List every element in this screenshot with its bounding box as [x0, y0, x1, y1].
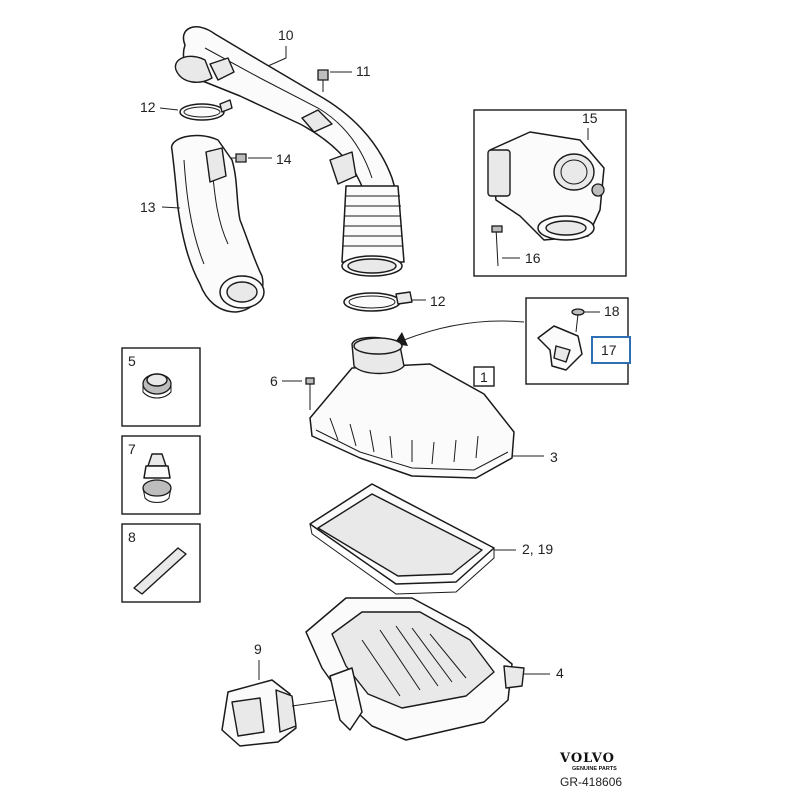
callout-18: 18: [604, 303, 620, 319]
callout-8: 8: [128, 529, 136, 545]
callout-17: 17: [601, 342, 617, 358]
callout-16: 16: [525, 250, 541, 266]
callout-11: 11: [356, 63, 371, 79]
leader-9b: [291, 699, 335, 707]
leader-10: [267, 46, 287, 67]
callout-3: 3: [550, 449, 558, 465]
part-6-screw[interactable]: [305, 377, 315, 410]
callout-1: 1: [480, 369, 488, 385]
callout-6: 6: [270, 373, 278, 389]
reference-number: GR-418606: [560, 775, 622, 789]
leader-13: [161, 206, 181, 209]
svg-text:VOLVO: VOLVO: [559, 751, 615, 766]
part-4-lower-housing[interactable]: [305, 597, 525, 741]
part-3-housing-lid[interactable]: [309, 336, 515, 479]
part-11-bolt[interactable]: [317, 69, 329, 92]
volvo-logo: VOLVO GENUINE PARTS: [559, 751, 617, 772]
callout-17-highlight[interactable]: [591, 336, 631, 364]
pointer-arrow: [403, 320, 525, 341]
part-12-clamp-upper[interactable]: [179, 99, 233, 121]
callout-1-box: [473, 366, 495, 387]
part-9-snorkel[interactable]: [221, 667, 363, 747]
part-2-19-filter[interactable]: [309, 483, 495, 595]
part-13-air-duct[interactable]: [171, 134, 265, 313]
svg-text:GENUINE PARTS: GENUINE PARTS: [572, 766, 617, 772]
part-8-strip[interactable]: [133, 547, 187, 595]
part-15-throttle-body[interactable]: [487, 131, 605, 241]
callout-9: 9: [254, 641, 262, 657]
callout-12-lower: 12: [430, 293, 446, 309]
callout-15: 15: [582, 110, 598, 126]
leader-12-upper: [159, 107, 179, 111]
part-10-intake-hose[interactable]: [174, 26, 398, 201]
callout-5: 5: [128, 353, 136, 369]
part-17-sensor[interactable]: [537, 325, 583, 371]
part-7-clip[interactable]: [142, 453, 172, 503]
part-16-bolt[interactable]: [491, 225, 503, 267]
callout-14: 14: [276, 151, 292, 167]
part-10-bellows: [341, 185, 405, 277]
callout-10: 10: [278, 27, 294, 43]
callout-4: 4: [556, 665, 564, 681]
part-12-clamp-lower[interactable]: [343, 291, 413, 312]
callout-2-19: 2, 19: [522, 541, 553, 557]
callout-12-upper: 12: [140, 99, 156, 115]
part-5-grommet[interactable]: [142, 373, 172, 399]
callout-7: 7: [128, 441, 136, 457]
part-14-screw[interactable]: [230, 153, 247, 163]
callout-13: 13: [140, 199, 156, 215]
